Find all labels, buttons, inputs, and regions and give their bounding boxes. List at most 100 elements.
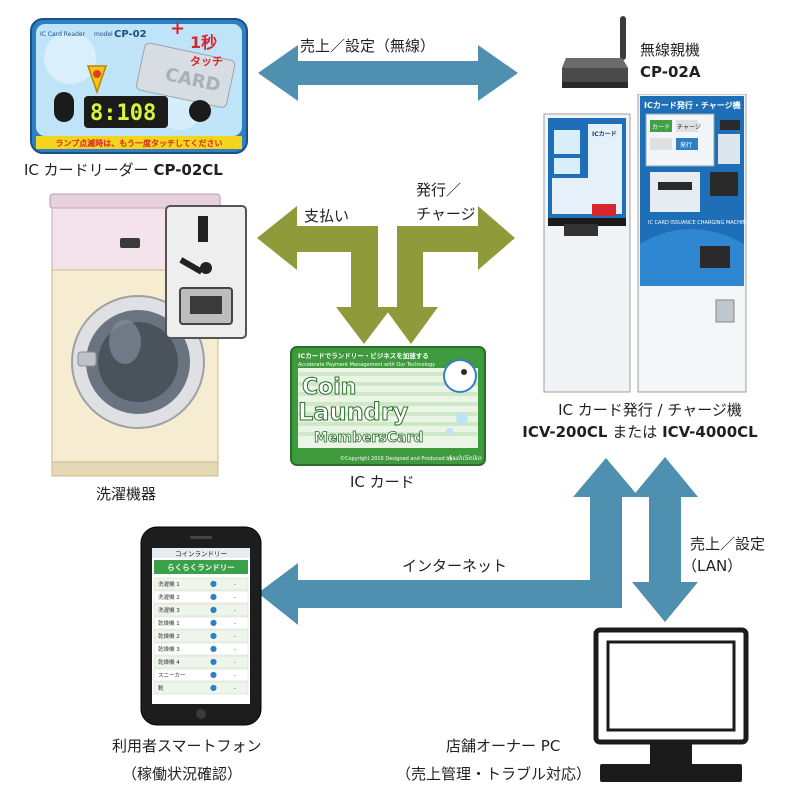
touch-icon <box>86 65 108 95</box>
table-cell: 乾燥機 3 <box>158 645 180 653</box>
table-cell: - <box>234 608 236 614</box>
issuer-connector: または <box>612 423 658 441</box>
wireless-unit-name: 無線親機 <box>640 41 701 59</box>
icv-4000cl-machine: ICカード発行・チャージ機 カード チャージ 発行 IC CARD ISSUAN… <box>637 94 749 393</box>
app-title: コインランドリー <box>175 550 227 558</box>
card-issuing-machines: ICカード ICカード発行・チャージ機 カード チャージ 発行 IC CARD … <box>543 94 749 393</box>
card-line1: Coin <box>302 375 356 400</box>
issuer-label: IC カード発行 / チャージ機 <box>558 401 742 419</box>
issuer-model-a: ICV-200CL <box>522 423 608 441</box>
svg-text:ICカード: ICカード <box>592 131 617 138</box>
card-maker: AsahiSeiko <box>447 455 482 462</box>
phone-label: 利用者スマートフォン <box>112 737 262 755</box>
table-row <box>153 603 249 617</box>
ic-card-reader: IC Card Reader model CP-02 CARD + 1秒 タッチ… <box>30 18 248 154</box>
washer-label: 洗濯機器 <box>96 485 157 503</box>
pc-label: 店舗オーナー PC <box>446 737 561 755</box>
table-cell: 靴 <box>158 684 164 692</box>
table-cell: ● <box>210 631 217 640</box>
card-reader-label-text: IC カードリーダー <box>24 161 149 179</box>
card-line2: Laundry <box>298 398 409 426</box>
payment-arrow <box>257 206 392 344</box>
table-cell: ● <box>210 579 217 588</box>
ic-card: ICカードでランドリー・ビジネスを加速する Accelerate Payment… <box>290 346 486 466</box>
table-cell: ● <box>210 657 217 666</box>
table-cell: 乾燥機 2 <box>158 632 180 640</box>
machine-btn-2: 発行 <box>680 141 692 149</box>
icv-200cl-machine: ICカード <box>543 113 631 393</box>
reader-display: 8:108 <box>90 101 156 126</box>
table-cell: 洗濯機 1 <box>158 580 180 588</box>
reader-brand: IC Card Reader <box>40 31 86 38</box>
reader-model: CP-02 <box>114 29 147 40</box>
ic-card-label: IC カード <box>350 473 415 491</box>
card-line3: MembersCard <box>314 430 423 446</box>
issue-charge-arrow <box>384 206 515 344</box>
table-cell: スニーカー <box>158 672 186 679</box>
table-cell: ● <box>210 618 217 627</box>
reader-badge-top: 1秒 <box>190 33 217 52</box>
issuer-model-b: ICV-4000CL <box>662 423 758 441</box>
table-cell: 洗濯機 2 <box>158 593 180 601</box>
issue-flow-label-2: チャージ <box>416 205 476 223</box>
reader-badge-bottom: タッチ <box>190 55 223 68</box>
lan-arrow <box>632 457 698 622</box>
table-cell: ● <box>210 644 217 653</box>
card-reader-model: CP-02CL <box>153 161 223 179</box>
reader-model-word: model <box>94 31 113 38</box>
table-cell: 洗濯機 3 <box>158 606 180 614</box>
table-cell: ● <box>210 670 217 679</box>
machine-logo: IC CARD ISSUANCE CHARGING MACHINE <box>648 220 749 226</box>
table-cell: - <box>234 673 236 679</box>
table-row <box>153 668 249 682</box>
card-reader-label: IC カードリーダー CP-02CL <box>24 160 223 180</box>
table-cell: ● <box>210 683 217 692</box>
phone-sublabel: （稼働状況確認） <box>122 765 243 783</box>
table-cell: - <box>234 686 236 692</box>
machine-btn-1: チャージ <box>677 124 701 131</box>
pc-sublabel: （売上管理・トラブル対応） <box>396 765 592 783</box>
table-cell: - <box>234 647 236 653</box>
machine-panel-title: ICカード発行・チャージ機 <box>644 100 741 110</box>
machine-btn-0: カード <box>652 124 670 131</box>
wireless-arrow <box>258 45 518 101</box>
table-cell: - <box>234 621 236 627</box>
table-cell: - <box>234 660 236 666</box>
table-cell: ● <box>210 605 217 614</box>
card-subtitle: Accelerate Payment Management with Our T… <box>298 362 435 368</box>
reader-notice: ランプ点滅時は、もう一度タッチしてください <box>55 138 222 148</box>
table-cell: - <box>234 595 236 601</box>
table-cell: 乾燥機 4 <box>158 658 180 666</box>
wireless-unit-model: CP-02A <box>640 63 701 81</box>
table-row <box>153 681 249 695</box>
lan-flow-label-2: （LAN） <box>682 557 743 575</box>
coin-box <box>165 205 247 339</box>
issuer-models: ICV-200CL または ICV-4000CL <box>480 422 800 442</box>
svg-text:+: + <box>170 18 185 39</box>
machine-status-table: 洗濯機 1 ● - 洗濯機 2 ● - 洗濯機 3 ● - 乾燥機 1 ● - 乾燥機 2 ● - 乾燥機 3… <box>153 577 249 695</box>
wireless-flow-label: 売上／設定（無線） <box>300 37 436 55</box>
payment-flow-label: 支払い <box>304 207 350 225</box>
card-copyright: ©Copyright 2016 Designed and Produced by <box>340 455 452 462</box>
table-row <box>153 577 249 591</box>
smartphone: コインランドリー らくらくランドリー 洗濯機 1 ● - 洗濯機 2 ● - 洗濯機 3 ● -… <box>140 526 262 726</box>
issue-flow-label-1: 発行／ <box>416 181 462 199</box>
table-cell: - <box>234 634 236 640</box>
table-row <box>153 629 249 643</box>
wireless-base-unit <box>562 16 628 88</box>
table-cell: - <box>234 582 236 588</box>
table-cell: 乾燥機 1 <box>158 619 180 627</box>
table-row <box>153 616 249 630</box>
table-row <box>153 642 249 656</box>
table-cell: ● <box>210 592 217 601</box>
table-row <box>153 655 249 669</box>
lan-flow-label-1: 売上／設定 <box>690 535 766 553</box>
table-row <box>153 590 249 604</box>
internet-arrow <box>258 458 639 625</box>
app-banner: らくらくランドリー <box>167 563 235 572</box>
washing-machine <box>49 193 247 477</box>
owner-pc <box>593 627 749 782</box>
card-tagline: ICカードでランドリー・ビジネスを加速する <box>298 351 429 360</box>
internet-flow-label: インターネット <box>402 557 508 575</box>
